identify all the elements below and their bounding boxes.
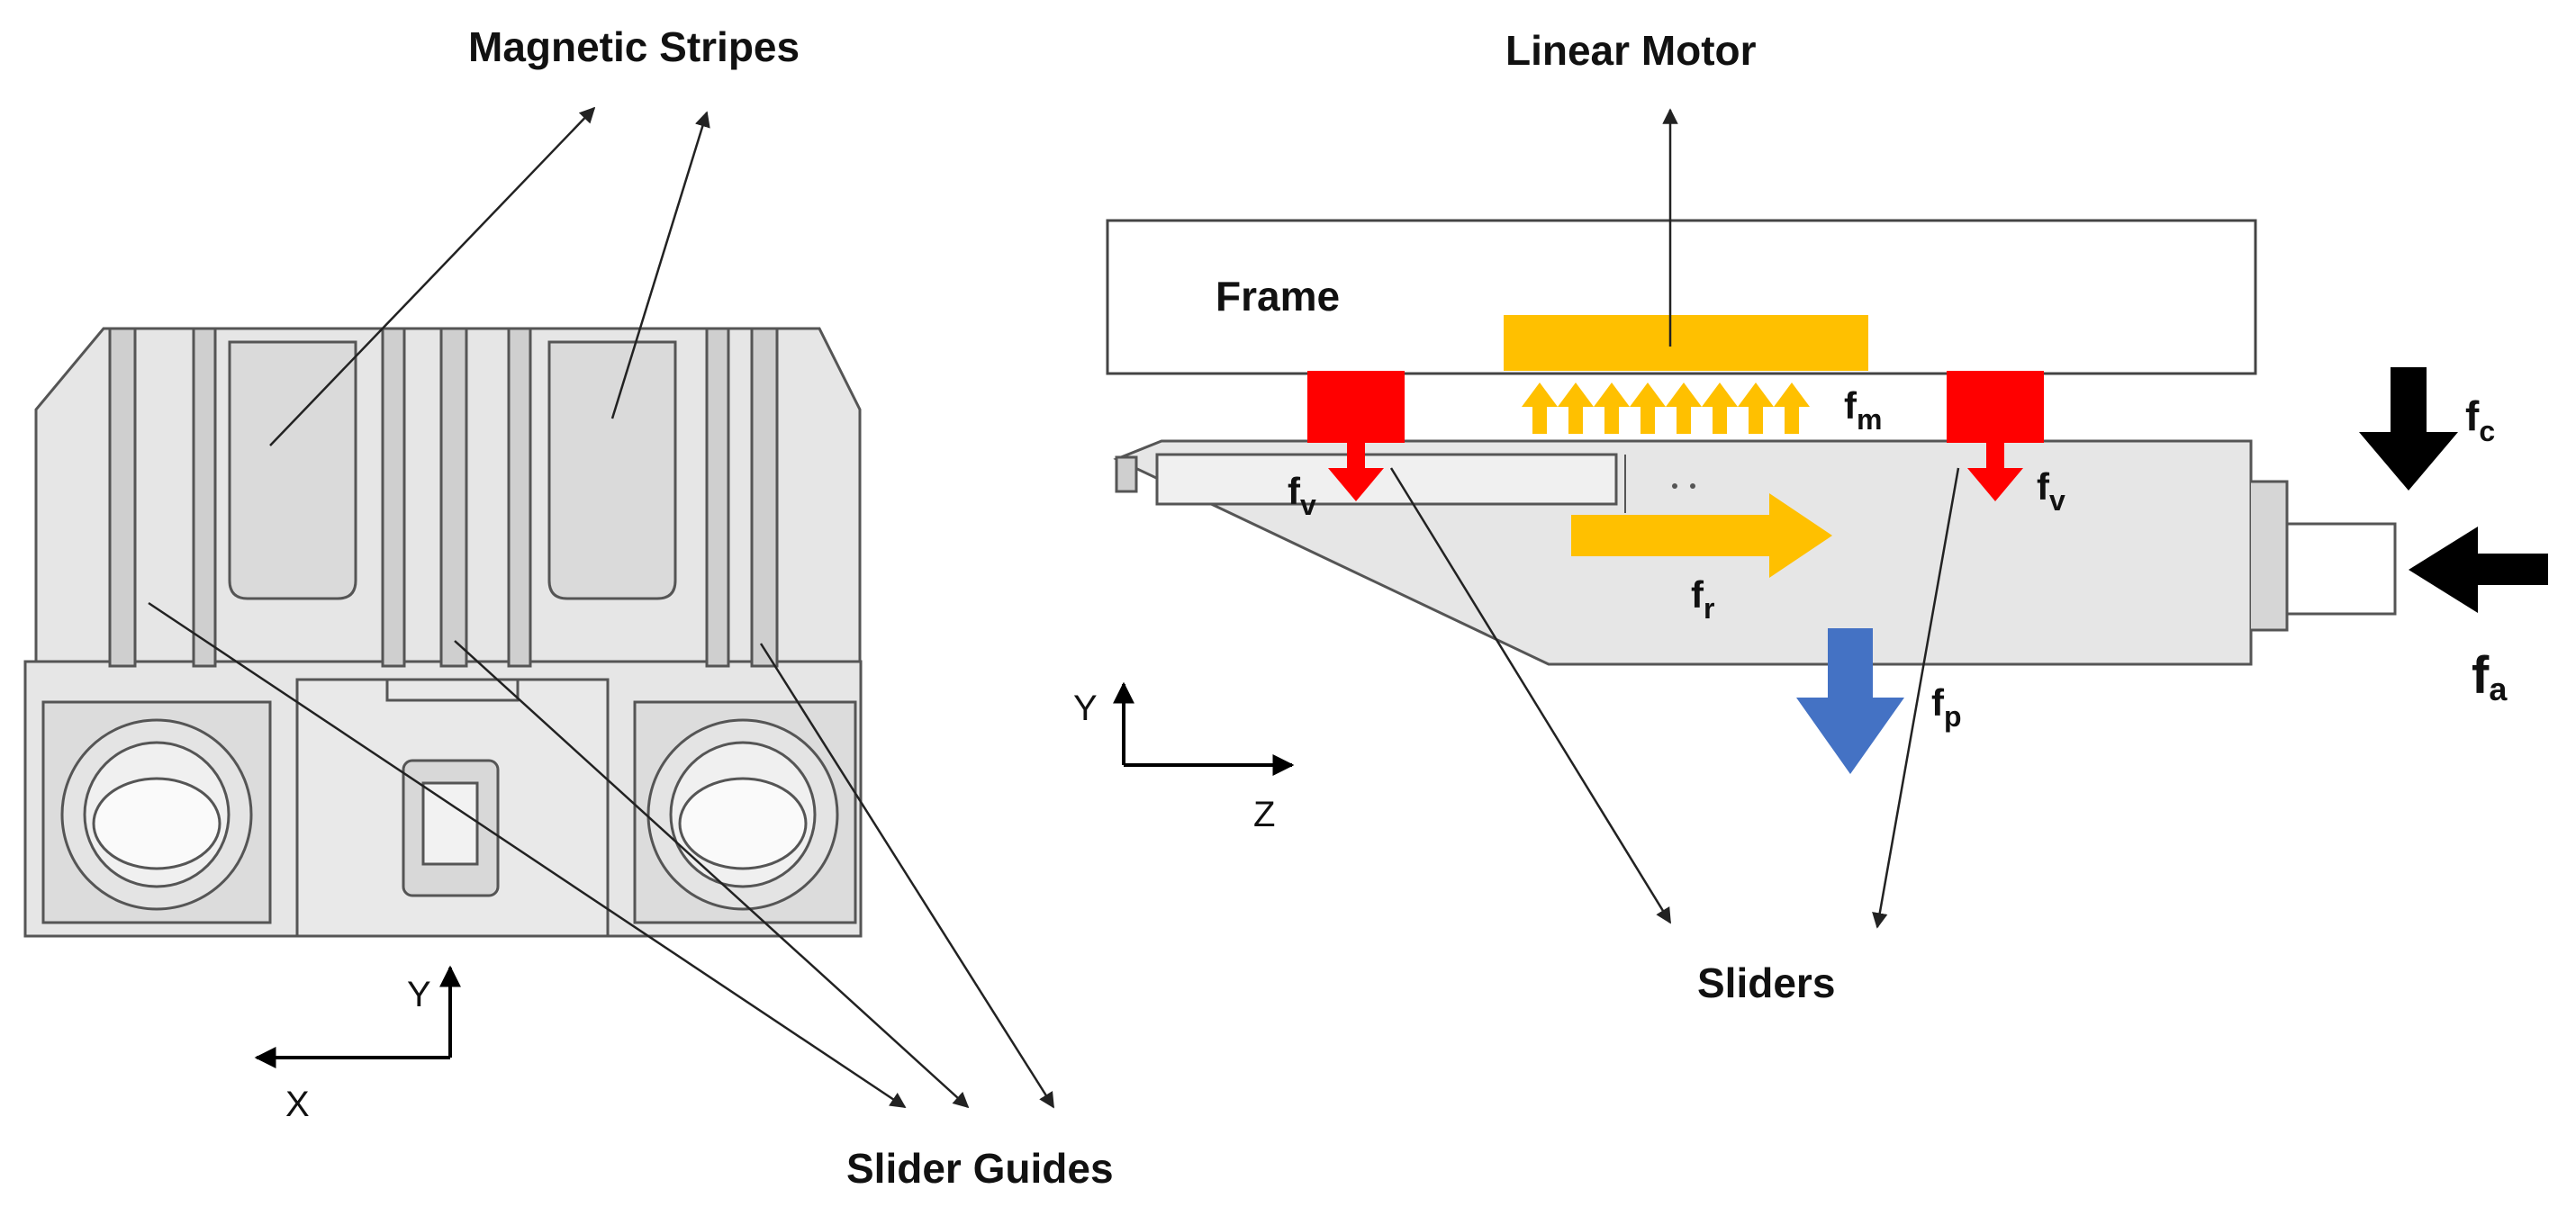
- front-view-axis-y-label: Y: [407, 975, 431, 1014]
- force-fr-label: fr: [1691, 573, 1714, 625]
- linear-motor-label: Linear Motor: [1505, 27, 1757, 74]
- magnetic-stripes-leaders: [269, 106, 710, 446]
- force-fm-label: fm: [1844, 384, 1882, 436]
- force-fv-right-arrow: [1967, 423, 2023, 501]
- slider-guide-rail: [750, 327, 779, 668]
- slider-guide-rail: [192, 327, 217, 668]
- front-view-axis-x-label: X: [285, 1085, 310, 1124]
- force-fv-left-arrow: [1328, 423, 1384, 501]
- sliders-label: Sliders: [1697, 959, 1835, 1006]
- force-fp-arrow: [1796, 628, 1904, 774]
- force-fv-right-label: fv: [2037, 465, 2065, 517]
- side-view-axes: [1113, 681, 1295, 776]
- magnetic-stripes-label: Magnetic Stripes: [468, 23, 800, 70]
- magnetic-stripe-left: [228, 340, 357, 600]
- side-view-axis-y-label: Y: [1073, 689, 1098, 728]
- force-fv-left-label: fv: [1288, 470, 1316, 521]
- force-fa-arrow: [2409, 527, 2548, 613]
- slider-guides-leaders: [148, 601, 1055, 1109]
- spindle-tool: [2285, 522, 2397, 616]
- magnetic-stripe-right: [547, 340, 677, 600]
- force-fp-label: fp: [1931, 681, 1962, 733]
- slider-guides-label: Slider Guides: [846, 1145, 1114, 1192]
- slider-guide-rail: [381, 327, 406, 668]
- force-fc-arrow: [2359, 367, 2458, 491]
- sliders-leaders: [1389, 467, 1960, 929]
- slider-guide-rail: [108, 327, 137, 668]
- slider-guide-rail: [439, 327, 468, 668]
- force-fm-arrows: [1522, 383, 1810, 434]
- front-view-machine: [23, 327, 863, 938]
- front-view-axes: [254, 965, 461, 1068]
- force-fc-label: fc: [2465, 392, 2495, 447]
- linear-motor: [1504, 315, 1868, 371]
- frame-label: Frame: [1216, 273, 1340, 320]
- side-view-axis-z-label: Z: [1253, 795, 1275, 834]
- force-fa-label: fa: [2472, 646, 2508, 707]
- slider-guide-rail: [705, 327, 730, 668]
- front-view-center-notch: [385, 680, 520, 702]
- slider-guide-rail: [507, 327, 532, 668]
- force-fr-arrow: [1571, 493, 1832, 578]
